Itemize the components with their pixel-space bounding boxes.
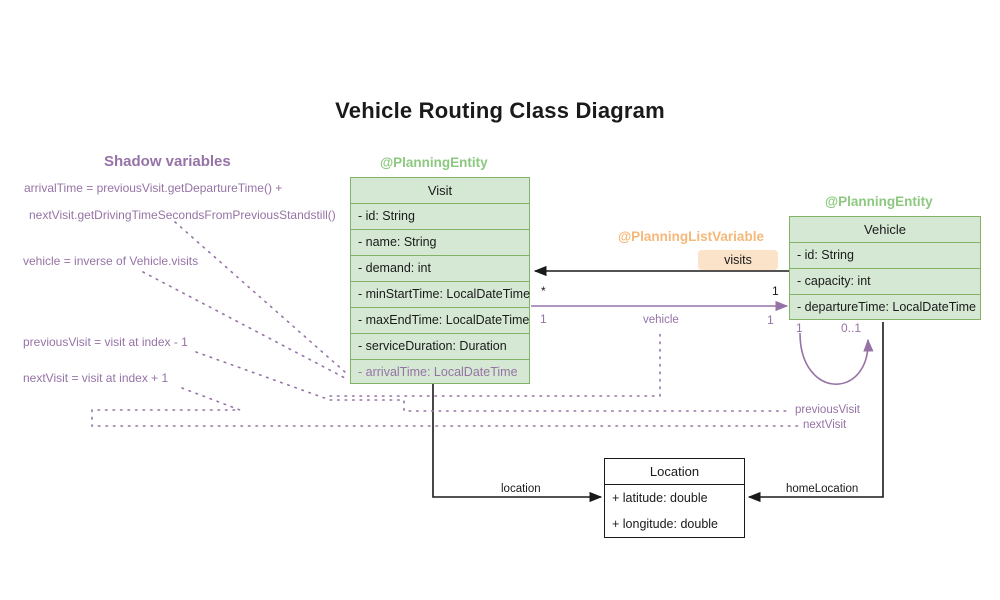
page-title: Vehicle Routing Class Diagram [335, 98, 665, 123]
multiplicity-self-loop-from: 1 [796, 321, 803, 335]
edge-label-previous-visit: previousVisit [795, 404, 860, 416]
class-name-visit: Visit [351, 178, 529, 204]
shadow-note-vehicle: vehicle = inverse of Vehicle.visits [23, 254, 199, 268]
attribute-row: - maxEndTime: LocalDateTime [351, 308, 529, 334]
class-box-vehicle[interactable]: Vehicle - id: String - capacity: int - d… [789, 216, 981, 320]
edge-label-next-visit: nextVisit [803, 419, 847, 431]
multiplicity-vehicle-visit-side: 1 [540, 312, 547, 326]
shadow-note-next-visit: nextVisit = visit at index + 1 [23, 371, 169, 385]
stereotype-visit: @PlanningEntity [380, 155, 488, 170]
badge-visits: visits [698, 250, 778, 270]
shadow-note-previous-visit: previousVisit = visit at index - 1 [23, 335, 188, 349]
attribute-row: - id: String [351, 204, 529, 230]
edge-shadow-arrivaltime [174, 221, 346, 373]
shadow-variables-heading: Shadow variables [104, 153, 231, 170]
attribute-row: + longitude: double [612, 517, 718, 531]
shadow-note-arrivaltime-1: arrivalTime = previousVisit.getDeparture… [24, 181, 283, 195]
class-name-location: Location [605, 459, 744, 485]
attribute-row: - departureTime: LocalDateTime [797, 300, 977, 314]
attribute-row: - minStartTime: LocalDateTime [351, 282, 530, 308]
edge-label-home-location: homeLocation [786, 483, 859, 495]
attribute-row-shadow: - arrivalTime: LocalDateTime [358, 365, 518, 379]
multiplicity-visits-visit-side: * [541, 284, 546, 298]
stereotype-vehicle: @PlanningEntity [825, 194, 933, 209]
shadow-note-arrivaltime-2: nextVisit.getDrivingTimeSecondsFromPrevi… [29, 208, 336, 222]
class-name-vehicle: Vehicle [790, 217, 980, 243]
class-box-location[interactable]: Location + latitude: double + longitude:… [604, 458, 745, 538]
attribute-row: - capacity: int [790, 269, 980, 295]
multiplicity-vehicle-vehicle-side: 1 [767, 313, 774, 327]
multiplicity-self-loop-to: 0..1 [841, 321, 862, 335]
multiplicity-visits-vehicle-side: 1 [772, 284, 779, 298]
edge-shadow-next-visit [91, 387, 799, 427]
edge-location [432, 384, 603, 503]
attribute-row: - name: String [351, 230, 529, 256]
edge-label-vehicle: vehicle [643, 314, 679, 326]
class-box-visit[interactable]: Visit - id: String - name: String - dema… [350, 177, 530, 384]
edge-shadow-vehicle [142, 271, 346, 379]
attribute-row: - serviceDuration: Duration [351, 334, 529, 360]
attribute-row: + latitude: double [612, 491, 708, 505]
edge-label-location: location [501, 483, 541, 495]
stereotype-planning-list-variable: @PlanningListVariable [618, 229, 764, 244]
edge-vehicle-self-loop [799, 332, 874, 385]
attribute-row: - id: String [790, 243, 980, 269]
attribute-row: - demand: int [351, 256, 529, 282]
